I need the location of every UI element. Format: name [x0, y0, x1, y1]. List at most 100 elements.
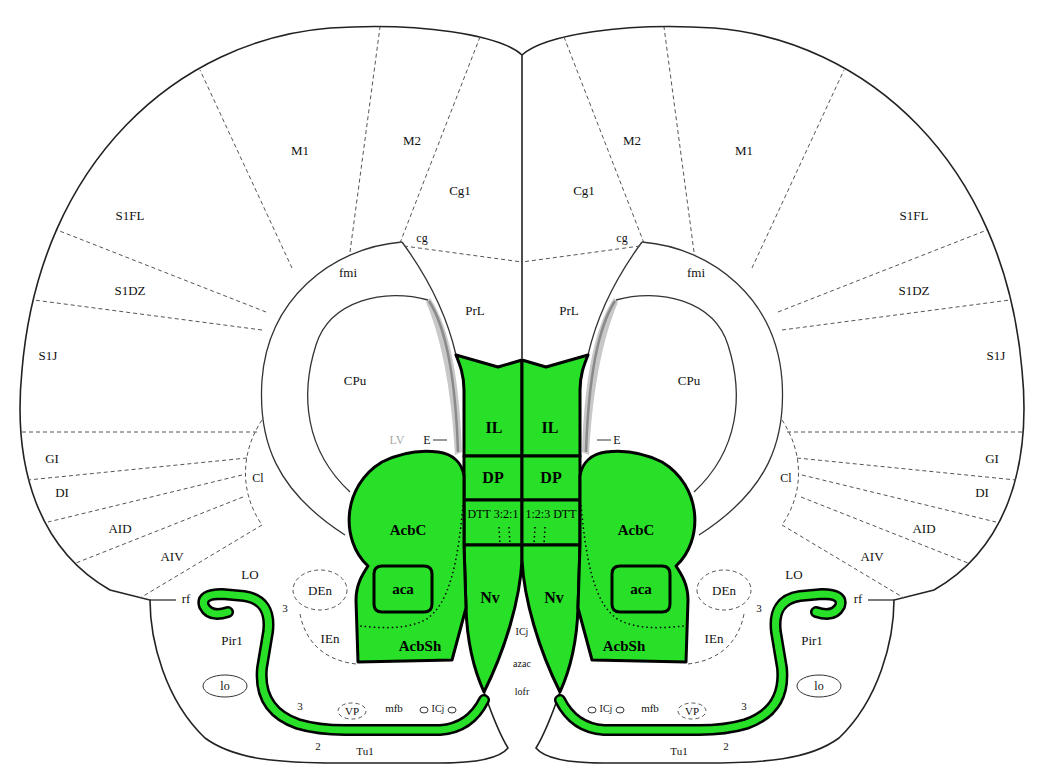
area-label: CPu: [344, 374, 366, 387]
area-label: azac: [513, 659, 531, 669]
area-label: ICj: [432, 704, 445, 714]
region-name: aca: [392, 582, 414, 597]
region-outline: [450, 348, 526, 460]
area-label: GI: [985, 452, 999, 465]
region-outline: [518, 541, 586, 696]
area-label: PrL: [559, 304, 579, 317]
brain-region: IL: [450, 348, 526, 460]
area-label: M2: [403, 134, 421, 147]
area-label: S1DZ: [114, 284, 145, 297]
brain-region: AcbCAcbShaca: [334, 446, 470, 666]
area-label: Cl: [780, 472, 791, 484]
area-label: IEn: [705, 632, 724, 645]
area-label: M1: [735, 144, 753, 157]
area-label: Cg1: [573, 184, 595, 197]
midline: [521, 55, 523, 358]
area-label: DEn: [712, 584, 736, 597]
subregion-border: [581, 505, 684, 628]
area-label: LV: [390, 434, 405, 446]
area-label: DEn: [308, 584, 332, 597]
brain-region: Nv: [458, 541, 526, 696]
area-label: AIV: [160, 550, 183, 563]
region-name: DTT 3:2:1: [468, 508, 519, 520]
area-label: E: [423, 434, 430, 446]
region-shape: [456, 355, 522, 456]
area-label: LO: [241, 568, 258, 581]
region-outline: [518, 348, 594, 460]
region-name: Nv: [544, 590, 564, 606]
region-outline: [518, 496, 586, 549]
brain-region: AcbCAcbShaca: [574, 446, 710, 666]
area-label: 3: [741, 701, 747, 712]
region-outline: [458, 496, 526, 549]
tract-region: aca: [370, 562, 436, 616]
region-shape: [464, 500, 522, 545]
area-label: DI: [55, 486, 69, 499]
area-label: DI: [975, 486, 989, 499]
area-label: GI: [45, 452, 59, 465]
brain-region: DP: [458, 452, 526, 504]
area-label: fmi: [687, 266, 705, 279]
subregion-border: [499, 527, 510, 544]
area-label: 3: [756, 603, 762, 614]
region-name: DP: [482, 470, 503, 486]
region-shape: [522, 355, 588, 456]
subregion-border: [360, 505, 463, 628]
region-name: IL: [486, 420, 503, 436]
brain-region: DTT 3:2:1: [458, 496, 526, 549]
region-shape: [374, 566, 432, 612]
area-label: Tu1: [356, 746, 373, 757]
area-label: 3: [282, 603, 288, 614]
region-name: Nv: [480, 590, 500, 606]
area-label: Tu1: [670, 746, 687, 757]
area-label: CPu: [678, 374, 700, 387]
region-name: 1:2:3 DTT: [526, 508, 577, 520]
area-label: PrL: [465, 304, 485, 317]
left-hemisphere: [20, 27, 522, 763]
region-shape: [578, 451, 695, 662]
region-name: DP: [540, 470, 561, 486]
region-shape: [522, 456, 580, 500]
area-label: rf: [854, 592, 863, 605]
area-label: Pir1: [801, 634, 823, 647]
area-label: LO: [785, 568, 802, 581]
area-label: S1J: [39, 349, 58, 362]
brain-region: IL: [518, 348, 594, 460]
area-label: mfb: [641, 703, 659, 714]
subregion-border: [534, 527, 545, 544]
region-shape: [522, 545, 580, 692]
area-label: E: [613, 434, 620, 446]
area-label: mfb: [385, 703, 403, 714]
area-label: cg: [416, 232, 427, 244]
area-label: fmi: [339, 266, 357, 279]
area-label: Cl: [252, 472, 263, 484]
area-label: S1DZ: [898, 284, 929, 297]
brain-region: DP: [518, 452, 586, 504]
area-label: S1J: [987, 349, 1006, 362]
area-label: 2: [723, 741, 729, 752]
region-name: IL: [542, 420, 559, 436]
region-shape: [464, 545, 522, 692]
region-name: AcbC: [390, 523, 427, 538]
area-label: AID: [912, 522, 935, 535]
area-label: AID: [108, 522, 131, 535]
region-outline: [334, 446, 470, 666]
area-label: cg: [616, 232, 627, 244]
area-label: ICj: [600, 704, 613, 714]
area-label: ICj: [516, 627, 529, 637]
area-label: rf: [182, 592, 191, 605]
area-label: IEn: [321, 632, 340, 645]
region-outline: [574, 446, 710, 666]
tract-region: aca: [608, 562, 674, 616]
area-label: 3: [297, 701, 303, 712]
brain-region: Nv: [518, 541, 586, 696]
area-label: lo: [220, 680, 229, 692]
area-label: VP: [685, 706, 699, 717]
area-label: S1FL: [900, 209, 929, 222]
area-label: M2: [623, 134, 641, 147]
area-label: VP: [345, 706, 359, 717]
area-label: 2: [315, 741, 321, 752]
region-shape: [522, 500, 580, 545]
